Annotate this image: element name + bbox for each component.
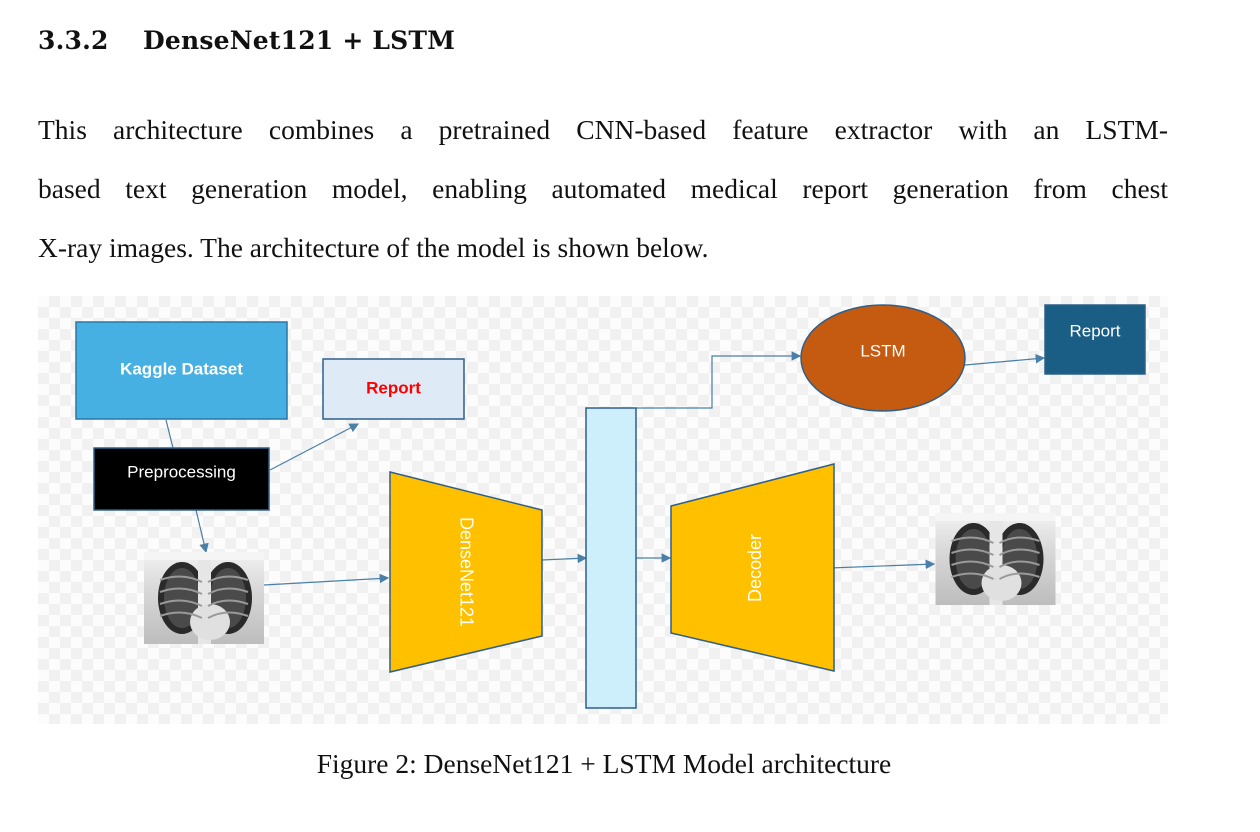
- arrow-lstm-to-report: [953, 353, 1046, 367]
- section-heading: 3.3.2 DenseNet121 + LSTM: [38, 26, 455, 55]
- feature-vector-bar: [585, 407, 637, 709]
- xray-output-image: [935, 513, 1056, 605]
- arrow-decoder-to-xray: [829, 559, 936, 570]
- section-title: DenseNet121 + LSTM: [143, 26, 456, 55]
- connector-arrows: [165, 351, 1046, 586]
- lstm-label: LSTM: [860, 341, 905, 360]
- paragraph-line-1: This architecture combines a pretrained …: [38, 114, 1168, 145]
- decoder-block: Decoder: [670, 463, 835, 672]
- arrow-kaggle-to-preprocessing: [165, 419, 174, 449]
- paragraph-line-3: X-ray images. The architecture of the mo…: [38, 232, 709, 263]
- paragraph-line-2: based text generation model, enabling au…: [38, 173, 1168, 204]
- arrow-preprocessing-to-xray: [195, 509, 209, 554]
- preprocessing-label: Preprocessing: [127, 462, 236, 481]
- figure-caption: Figure 2: DenseNet121 + LSTM Model archi…: [316, 748, 892, 779]
- report-box-left: Report: [322, 358, 465, 420]
- report-right-label: Report: [1069, 321, 1120, 340]
- arrow-densenet-to-features: [541, 553, 588, 564]
- arrow-preprocessing-to-report: [269, 423, 360, 471]
- xray-input-image: [144, 552, 264, 644]
- densenet121-encoder: DenseNet121: [389, 471, 543, 673]
- densenet121-label: DenseNet121: [456, 517, 476, 627]
- body-paragraph: This architecture combines a pretrained …: [38, 100, 1168, 277]
- arrow-features-to-lstm: [636, 351, 802, 409]
- decoder-label: Decoder: [745, 534, 765, 602]
- report-box-right: Report: [1044, 304, 1146, 375]
- report-left-label: Report: [366, 378, 421, 397]
- kaggle-dataset-box: Kaggle Dataset: [75, 321, 288, 420]
- lstm-node: LSTM: [800, 304, 966, 412]
- arrow-xray-to-densenet: [263, 573, 390, 586]
- section-number: 3.3.2: [38, 26, 109, 55]
- preprocessing-box: Preprocessing: [93, 447, 270, 511]
- architecture-figure: Kaggle Dataset Report Preprocessing Dens…: [38, 296, 1168, 724]
- architecture-diagram: Kaggle Dataset Report Preprocessing Dens…: [75, 304, 1146, 709]
- kaggle-dataset-label: Kaggle Dataset: [120, 359, 243, 378]
